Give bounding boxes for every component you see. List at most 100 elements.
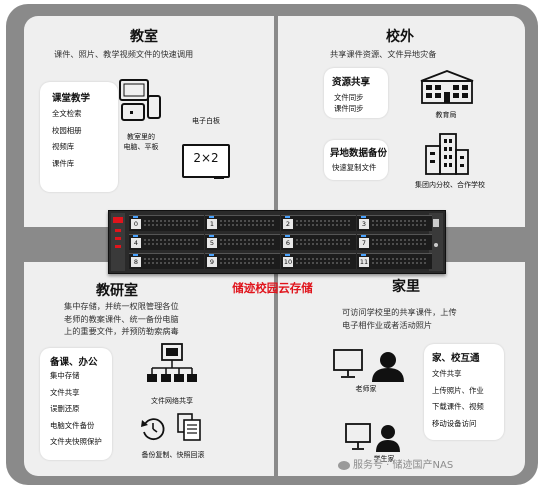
home-subtitle: 可访问学校里的共享课件，上传 电子相作业或者活动照片 [342,307,457,330]
list-item: 误删还原 [50,404,80,413]
resource-share-title: 资源共享 [332,77,371,88]
drive-bay: 9 [205,253,280,269]
drive-bay: 7 [357,234,432,250]
student-home-label: 学生家 [373,455,395,463]
list-item: 上传照片、作业 [432,385,484,395]
drive-bay-grille [371,238,427,247]
drive-bay-grille [295,257,351,266]
drive-bay-grille [143,257,199,266]
drive-bay: 5 [205,234,280,250]
network-share-icon [147,343,197,382]
drive-bay-number: 1 [207,219,217,229]
drive-bay-number: 4 [131,238,141,248]
classroom-card-title: 课堂教学 [52,93,91,104]
whiteboard-text: 2×2 [193,151,219,165]
offsite-backup-title: 异地数据备份 [330,148,388,159]
office-tower-icon [425,133,469,175]
bureau-label: 教育局 [435,111,457,119]
list-item: 文件夹快照保护 [50,437,102,446]
device-label: 教室里的 电脑、平板 [123,133,159,151]
watermark-text: 服务号 · 储迹国产NAS [353,460,454,471]
list-item: 课件库 [52,158,75,168]
drive-bay: 2 [281,215,356,231]
drive-bay-grille [219,238,275,247]
drive-bay-grille [295,238,351,247]
research-title: 教研室 [96,283,138,299]
list-item: 电脑文件备份 [50,420,95,430]
network-share-label: 文件网络共享 [151,397,193,405]
drive-bay: 6 [281,234,356,250]
offcampus-title: 校外 [386,29,414,45]
whiteboard-label: 电子白板 [192,117,220,125]
watermark: 服务号 · 储迹国产NAS [338,456,453,471]
nas-title: 储迹校园云存储 [232,281,313,295]
drive-led [285,254,290,256]
drive-led [361,235,366,237]
nas-left-ear [111,213,125,271]
drive-bay-number: 5 [207,238,217,248]
research-card-title: 备课、办公 [50,357,98,368]
list-item: 课件同步 [334,104,364,113]
classroom-title: 教室 [130,29,158,45]
restore-clock-icon [141,418,165,441]
drive-led [361,254,366,256]
drive-led [209,254,214,256]
drive-led [285,216,290,218]
drive-led [133,254,138,256]
drive-led [285,235,290,237]
drive-bay-number: 0 [131,219,141,229]
drive-bay-number: 8 [131,257,141,267]
list-item: 视频库 [52,142,75,151]
drive-led [361,216,366,218]
drive-bay: 8 [129,253,204,269]
wechat-icon [338,460,350,470]
drive-bay-grille [371,257,427,266]
resource-share-card: 资源共享 文件同步 课件同步 [324,68,388,118]
offcampus-subtitle: 共享课件资源、文件异地灾备 [330,49,437,59]
quadrant-offcampus: 校外 共享课件资源、文件异地灾备 资源共享 文件同步 课件同步 异地数据备份 快… [278,16,525,227]
nas-right-ear [429,213,443,271]
list-item: 校园相册 [52,125,82,135]
research-subtitle: 集中存储，并统一权限管理各位 老师的教案课件、统一备份电脑 上的重要文件，并预防… [64,301,179,336]
quadrant-home: 家里 可访问学校里的共享课件，上传 电子相作业或者活动照片 老师家 学生家 家、… [278,262,525,476]
drive-bay-grille [219,257,275,266]
backup-snapshot-label: 备份复制、快照回滚 [141,451,205,459]
list-item: 集中存储 [50,371,80,380]
teacher-home-icon [333,349,404,382]
drive-led [133,235,138,237]
school-building-icon [420,70,474,104]
list-item: 移动设备访问 [432,418,477,428]
home-card-title: 家、校互通 [432,353,480,364]
drive-bay-grille [219,219,275,228]
drive-bay-grille [143,238,199,247]
drive-bay: 0 [129,215,204,231]
documents-copy-icon [177,413,201,441]
drive-bay-grille [295,219,351,228]
drive-led [133,216,138,218]
drive-bay-number: 3 [359,219,369,229]
drive-bay-grille [143,219,199,228]
drive-led [209,235,214,237]
student-home-icon [345,423,400,452]
drive-bay: 3 [357,215,432,231]
list-item: 快速复制文件 [332,163,377,172]
offsite-backup-card: 异地数据备份 快速复制文件 [324,140,388,180]
drive-bay-number: 10 [283,257,293,267]
list-item: 全文检索 [52,109,82,118]
research-card: 备课、办公 集中存储 文件共享 误删还原 电脑文件备份 文件夹快照保护 [40,348,112,460]
drive-bay-number: 6 [283,238,293,248]
classroom-subtitle: 课件、照片、教学视频文件的快速调用 [54,49,194,59]
classroom-card: 课堂教学 全文检索 校园相册 视频库 课件库 [40,82,118,192]
home-title: 家里 [392,279,420,295]
list-item: 文件共享 [50,387,80,397]
drive-bay-number: 7 [359,238,369,248]
quadrant-research: 教研室 集中存储，并统一权限管理各位 老师的教案课件、统一备份电脑 上的重要文件… [24,262,274,476]
drive-bay-grille [371,219,427,228]
drive-bay: 10 [281,253,356,269]
group-schools-label: 集团内分校、合作学校 [415,181,485,189]
drive-bay-number: 2 [283,219,293,229]
classroom-card-items: 全文检索 校园相册 视频库 课件库 [52,106,82,172]
teacher-home-label: 老师家 [355,385,377,393]
drive-bay: 4 [129,234,204,250]
